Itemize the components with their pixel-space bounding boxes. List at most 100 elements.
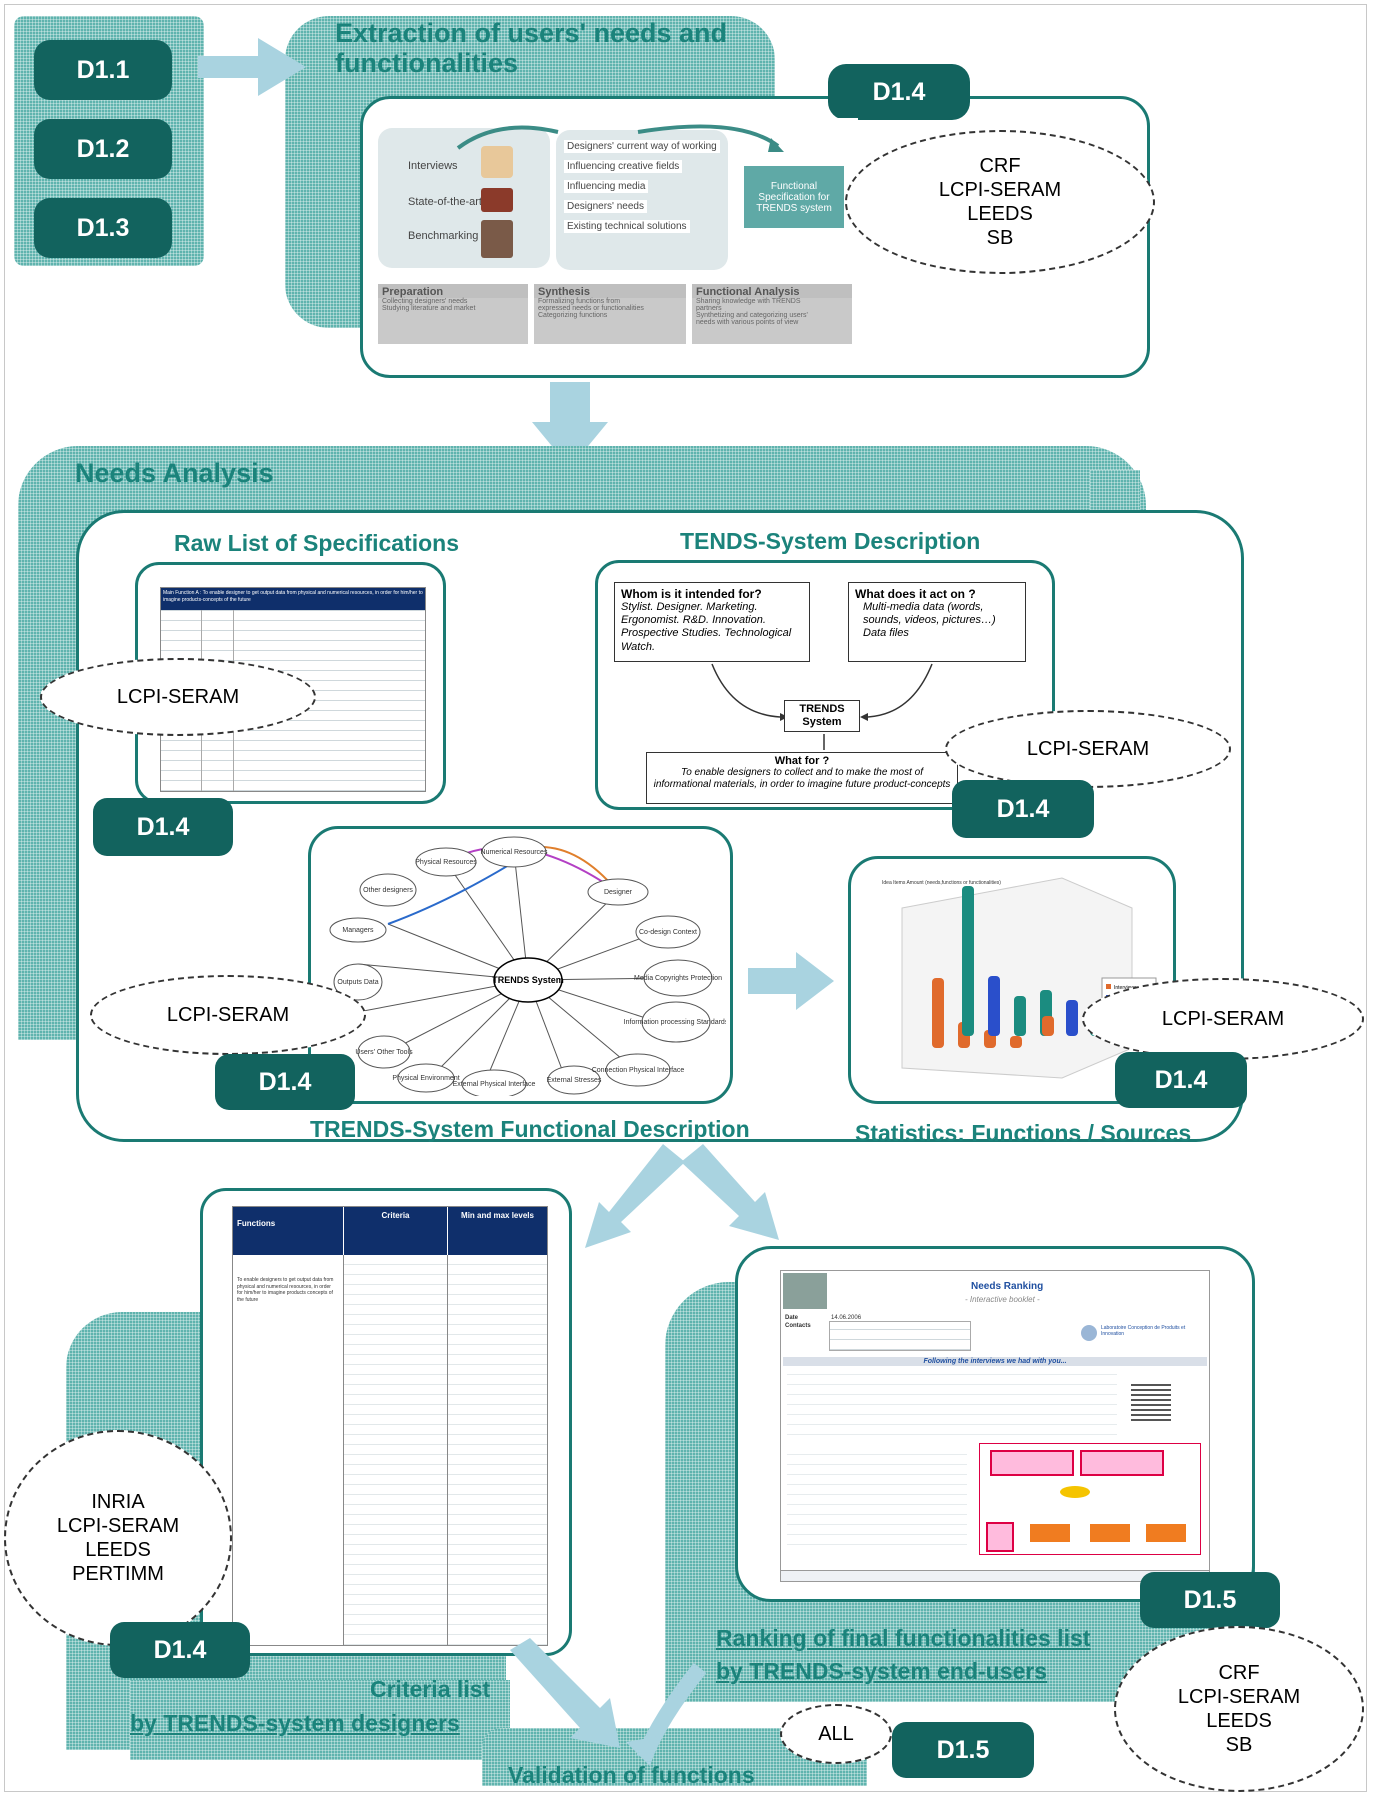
needs-analysis-title: Needs Analysis: [75, 458, 274, 488]
partners-left-ellipse: INRIA LCPI-SERAM LEEDS PERTIMM: [4, 1430, 232, 1646]
synthesis-item-4: Existing technical solutions: [564, 220, 690, 233]
whom-box: Whom is it intended for? Stylist. Design…: [614, 582, 810, 662]
deliverable-d1-2: D1.2: [34, 119, 172, 179]
lcpi-ellipse-raw: LCPI-SERAM: [40, 658, 316, 736]
node-label-0: Physical Resources: [415, 859, 477, 866]
booklet-person-icon: [986, 1522, 1014, 1552]
phase-synthesis-line-0: Formalizing functions from: [538, 298, 621, 305]
deliverable-d1-4-top: D1.4: [828, 64, 970, 120]
deliverable-d1-1: D1.1: [34, 40, 172, 100]
booklet-orange-node-1: [1030, 1524, 1070, 1542]
booklet-logo: [783, 1273, 827, 1309]
functional-graph: Physical Resources Numerical Resources D…: [329, 836, 726, 1096]
node-physical-resources: [415, 847, 477, 877]
booklet-contacts-table: [829, 1321, 971, 1351]
booklet-people-box-1: [990, 1450, 1074, 1476]
extraction-title: Extraction of users' needs and functiona…: [335, 18, 728, 79]
criteria-table-image: Functions Criteria Min and max levels To…: [232, 1206, 548, 1646]
statistics-chart: Idea Items Amount (needs,functions or fu…: [882, 877, 1157, 1079]
stats-bar: [1042, 1016, 1054, 1036]
raw-list-title: Raw List of Specifications: [174, 530, 459, 556]
node-outputs-data: [333, 963, 383, 1001]
lcpi-ellipse-system: LCPI-SERAM: [945, 710, 1231, 788]
acts-title: What does it act on ?: [855, 587, 976, 601]
arrow-down-icon: [532, 382, 608, 468]
lcpi-label: LCPI-SERAM: [166, 1004, 290, 1026]
deliverable-d1-4-func: D1.4: [215, 1054, 355, 1110]
stats-ylabel: Idea Items Amount (needs,functions or fu…: [882, 880, 1001, 886]
phase-synthesis-title: Synthesis: [534, 284, 686, 298]
phase-fa-line-2: Synthetizing and categorizing users': [696, 312, 808, 319]
partner-sb: SB: [986, 227, 1014, 249]
node-other-designers: [359, 873, 417, 907]
trends-system-box: TRENDS System: [784, 700, 860, 732]
criteria-body-lines: [343, 1259, 547, 1645]
deliverable-d1-3: D1.3: [34, 198, 172, 258]
phase-fa-line-3: needs with various points of view: [696, 319, 799, 326]
lcpi-label: LCPI-SERAM: [1161, 1008, 1285, 1030]
booklet-title: Needs Ranking: [971, 1281, 1044, 1292]
booklet-organisation: [787, 1445, 967, 1545]
functional-specification-box: Functional Specification for TRENDS syst…: [744, 166, 844, 228]
input-benchmarking: Benchmarking: [408, 230, 479, 242]
legend-label-0: Interviews: [1114, 985, 1137, 991]
whatfor-box: What for ? To enable designers to collec…: [646, 752, 958, 804]
deliverable-d1-5-validation: D1.5: [892, 1722, 1034, 1778]
node-label-3: Other designers: [363, 887, 413, 894]
stats-bars: [932, 886, 1102, 1048]
needs-analysis-region-right: [1090, 470, 1140, 510]
phase-preparation-title: Preparation: [378, 284, 528, 298]
stats-bar: [962, 886, 974, 1036]
whom-text: Stylist. Designer. Marketing. Ergonomist…: [621, 601, 792, 653]
partner-sb-b: SB: [1225, 1734, 1253, 1756]
node-label-13: Users' Other Tools: [355, 1049, 413, 1056]
benchmark-picture-icon: [481, 220, 513, 258]
node-trends-center: [493, 957, 563, 1003]
arrow-right-stats-icon: [748, 952, 834, 1010]
input-state-of-art: State-of-the-art: [408, 196, 482, 208]
acts-box: What does it act on ? Multi-media data (…: [848, 582, 1026, 662]
functional-description-title: TRENDS-System Functional Description: [310, 1116, 750, 1142]
partners-top-ellipse: CRF LCPI-SERAM LEEDS SB: [845, 130, 1155, 274]
deliverable-d1-4-raw: D1.4: [93, 798, 233, 856]
criteria-region-bottom: [130, 1680, 510, 1760]
node-managers: [329, 917, 387, 943]
partner-leeds-c: LEEDS: [1206, 1710, 1272, 1732]
raw-list-header: Main Function A : To enable designer to …: [161, 588, 425, 610]
node-info-standards: [641, 1001, 711, 1043]
partner-leeds-b: LEEDS: [85, 1539, 151, 1561]
all-ellipse: ALL: [780, 1704, 892, 1764]
acts-item-0: Multi-media data (words, sounds, videos,…: [863, 601, 996, 627]
booklet-diagram: [979, 1443, 1201, 1555]
partner-leeds: LEEDS: [967, 203, 1033, 225]
criteria-col-levels: Min and max levels: [447, 1207, 547, 1255]
node-label-11: External Physical Interface: [453, 1081, 536, 1088]
deliverable-d1-4-stats: D1.4: [1115, 1052, 1247, 1108]
deliverable-d1-4-criteria: D1.4: [110, 1622, 250, 1678]
arrow-split-icon: [585, 1144, 779, 1248]
booklet-grid-icon: [1131, 1381, 1171, 1421]
booklet-instructions: [787, 1371, 1117, 1435]
arrow-converge-icon: [510, 1638, 707, 1766]
phase-preparation: Preparation Collecting designers' needs …: [378, 284, 528, 344]
whatfor-text: To enable designers to collect and to ma…: [653, 767, 951, 790]
criteria-title-1: Criteria list: [370, 1676, 491, 1702]
phase-functional-analysis: Functional Analysis Sharing knowledge wi…: [692, 284, 852, 344]
booklet-lab-logo-icon: [1081, 1325, 1097, 1341]
booklet-yellow-node: [1060, 1486, 1090, 1498]
node-numerical-resources: [481, 836, 547, 868]
deliverable-d1-4-system: D1.4: [952, 780, 1094, 838]
lcpi-label: LCPI-SERAM: [116, 686, 240, 708]
partner-lcpi-c: LCPI-SERAM: [1177, 1686, 1301, 1708]
node-label-9: Connection Physical Interface: [592, 1067, 685, 1074]
criteria-header-row: Functions Criteria Min and max levels: [233, 1207, 547, 1255]
partner-lcpi: LCPI-SERAM: [938, 179, 1062, 201]
phase-preparation-line-0: Collecting designers' needs: [382, 298, 468, 305]
node-codesign: [635, 915, 701, 949]
ranking-booklet-image: Needs Ranking - Interactive booklet - Da…: [780, 1270, 1210, 1582]
legend-swatch-0: [1106, 984, 1111, 989]
whatfor-title: What for ?: [774, 755, 830, 767]
node-external-stresses: [547, 1065, 601, 1095]
booklet-orange-node-3: [1146, 1524, 1186, 1542]
node-label-8: Information processing Standards: [624, 1019, 726, 1026]
